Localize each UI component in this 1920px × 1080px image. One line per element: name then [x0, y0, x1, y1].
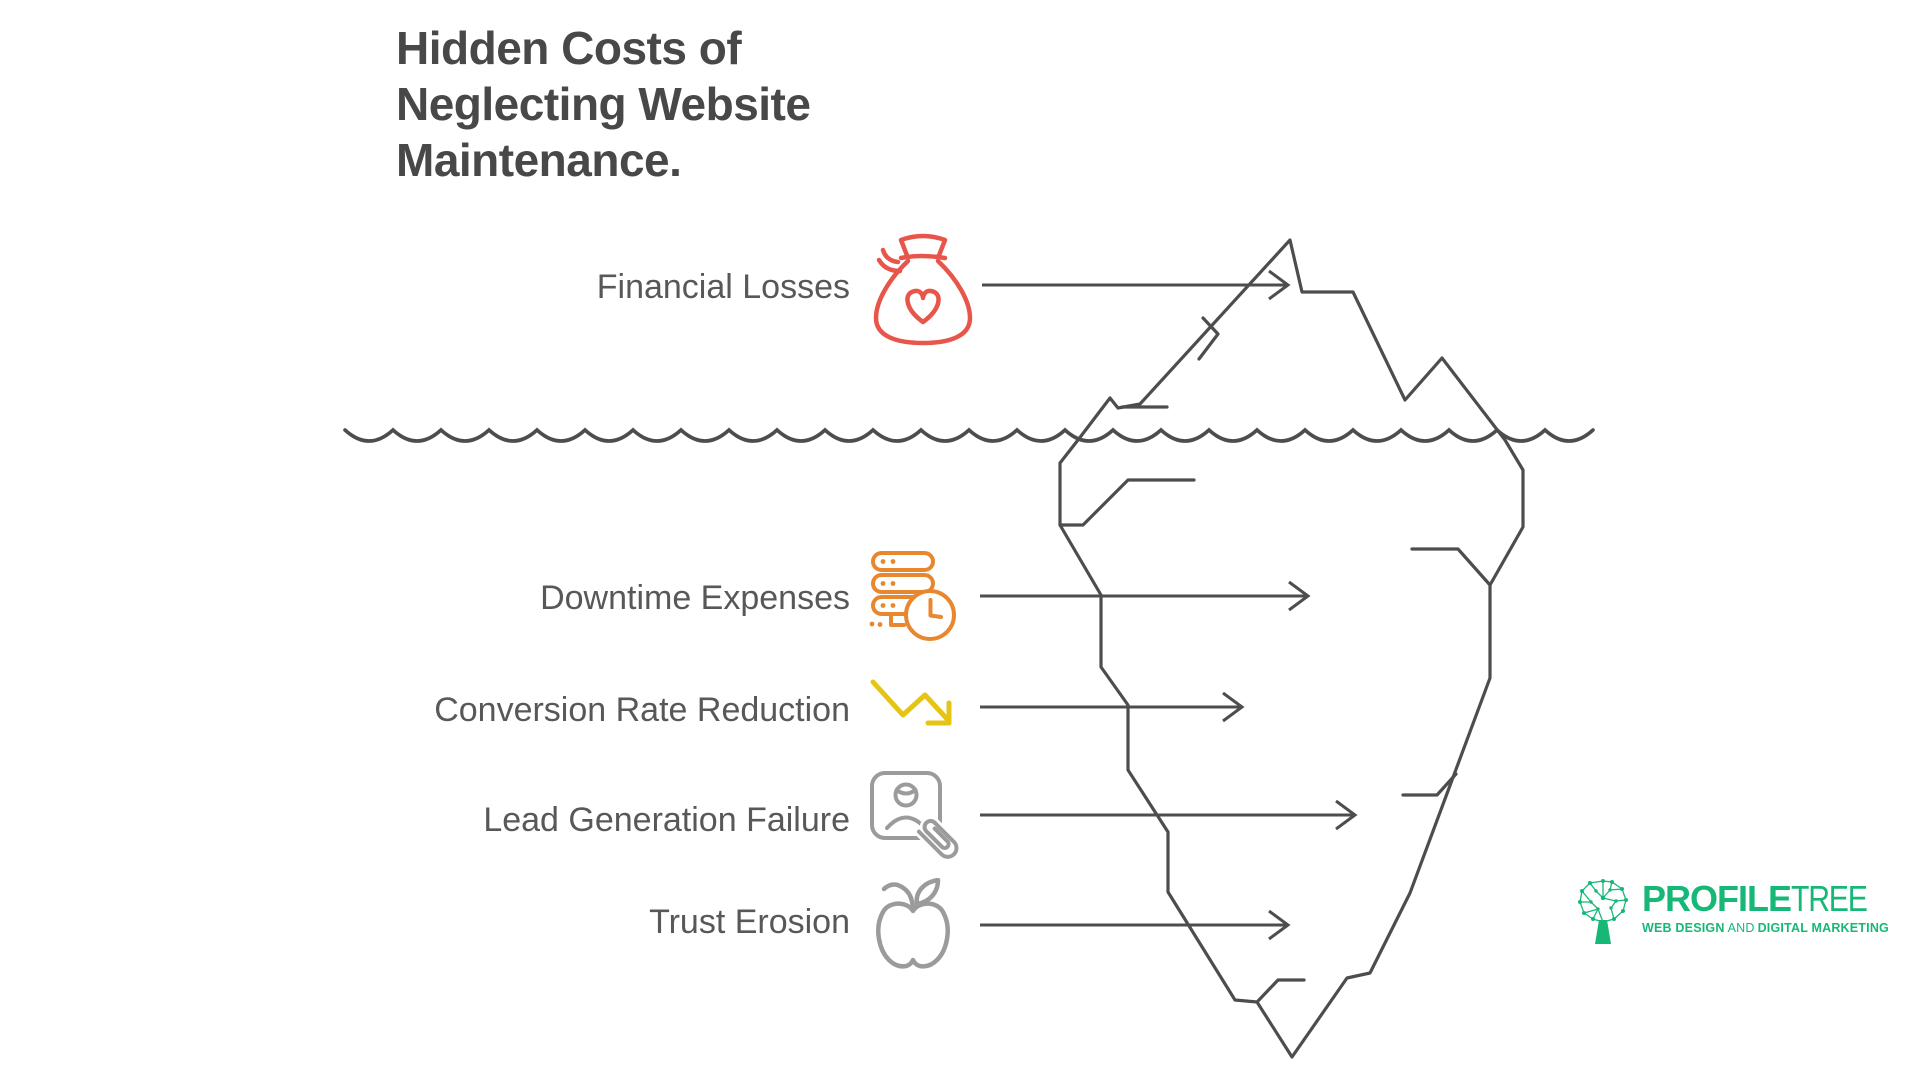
- iceberg-crevice-left: [1058, 478, 1196, 527]
- contact-card-paperclip-icon: [870, 771, 962, 862]
- tagline-lead: WEB DESIGN: [1642, 921, 1725, 935]
- page-title: Hidden Costs of Neglecting Website Maint…: [396, 20, 811, 188]
- apple-icon: [876, 878, 950, 969]
- iceberg-crevice-slope: [1197, 316, 1220, 361]
- brand-primary: PROFILE: [1642, 878, 1792, 919]
- label-lead-generation-failure: Lead Generation Failure: [483, 801, 850, 839]
- arrow-downtime-expenses: [980, 580, 1311, 612]
- label-downtime-expenses: Downtime Expenses: [540, 579, 850, 617]
- waterline: [343, 427, 1595, 443]
- server-clock-icon: [869, 551, 956, 641]
- iceberg-crevice-right-lower: [1401, 772, 1458, 797]
- tagline-conjunction: AND: [1727, 921, 1755, 935]
- iceberg-crevice-right-upper: [1410, 547, 1492, 587]
- label-conversion-rate-reduction: Conversion Rate Reduction: [434, 691, 850, 729]
- title-line-2: Neglecting Website: [396, 78, 811, 131]
- iceberg-outline: [1058, 238, 1525, 1059]
- iceberg-crevice-bottom: [1256, 978, 1306, 1003]
- arrow-conversion-rate-reduction: [980, 691, 1245, 723]
- title-line-1: Hidden Costs of: [396, 22, 742, 74]
- declining-trend-arrow-icon: [870, 679, 952, 726]
- profiletree-tree-icon: [1578, 879, 1628, 944]
- title-line-3: Maintenance.: [396, 134, 682, 187]
- brand-secondary: TREE: [1791, 878, 1868, 919]
- arrow-financial-losses: [982, 269, 1291, 301]
- tagline-tail: DIGITAL MARKETING: [1757, 921, 1889, 935]
- label-trust-erosion: Trust Erosion: [649, 903, 850, 941]
- money-bag-heart-icon: [873, 233, 973, 346]
- arrow-trust-erosion: [980, 909, 1291, 941]
- label-financial-losses: Financial Losses: [596, 268, 850, 306]
- arrow-lead-generation-failure: [980, 799, 1358, 831]
